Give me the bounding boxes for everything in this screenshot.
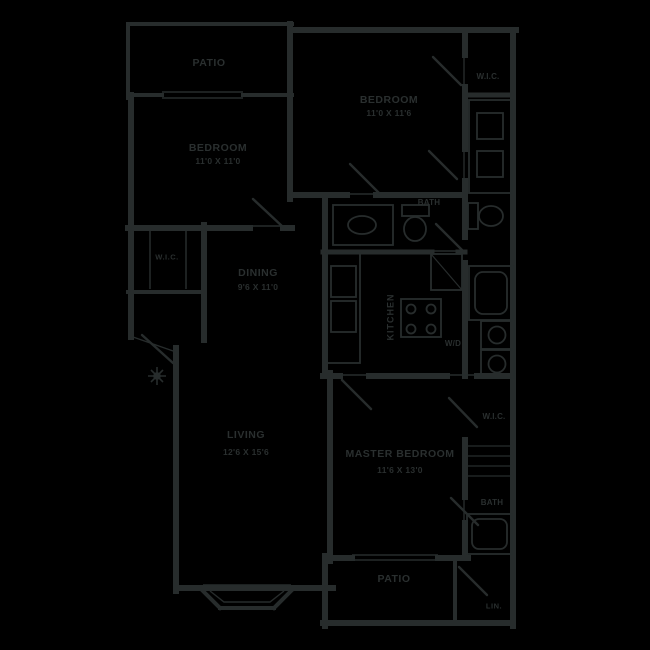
toilet-bowl-fixture (403, 216, 427, 242)
burner-icon (425, 303, 437, 315)
room-dims-dining: 9'6 X 11'0 (237, 281, 279, 292)
walls-layer (125, 21, 519, 629)
room-label-bedroom-left: BEDROOM (188, 141, 248, 154)
vanity-fixture (332, 204, 394, 246)
secondary-walls-layer (320, 92, 516, 255)
fridge-fixture (430, 253, 463, 291)
room-label-bath-master: BATH (480, 498, 504, 507)
room-label-closet-left: W.I.C. (155, 252, 179, 262)
sink2a-fixture (476, 112, 504, 140)
room-label-kitchen: KITCHEN (385, 293, 396, 341)
room-label-master-bedroom: MASTER BEDROOM (345, 447, 455, 460)
room-label-patio-bottom: PATIO (377, 572, 411, 585)
toilet2-tank-fixture (467, 202, 479, 230)
room-label-wic-top: W.I.C. (476, 72, 500, 81)
room-label-linen: LIN. (485, 601, 503, 611)
room-dims-master-bedroom: 11'6 X 13'0 (377, 464, 423, 475)
entry-star-icon (148, 367, 166, 385)
room-label-wic-master: W.I.C. (482, 412, 506, 421)
room-dims-bedroom-top: 11'0 X 11'6 (366, 107, 412, 118)
dryer-fixture (480, 349, 515, 379)
vanity2-fixture (468, 99, 513, 194)
master-tub-fixture (466, 513, 513, 555)
toilet-tank-fixture (401, 204, 430, 217)
room-dims-living: 12'6 X 15'6 (222, 446, 270, 457)
room-label-patio-top: PATIO (192, 56, 226, 69)
thresholds-layer (132, 55, 478, 603)
master-tub-basin-fixture (471, 518, 508, 550)
burner-icon (405, 323, 417, 335)
tub-basin-fixture (474, 271, 508, 315)
fixtures-layer (149, 99, 515, 555)
kitchen-sink1-fixture (330, 265, 357, 298)
washer-fixture (480, 320, 515, 350)
burner-icon (425, 323, 437, 335)
kitchen-counter-fixture (326, 252, 361, 364)
toilet2-bowl-fixture (478, 205, 504, 227)
room-label-bath-main: BATH (417, 198, 441, 207)
tub-fixture (468, 265, 514, 321)
sink-basin-fixture (347, 215, 377, 235)
stove-fixture (400, 298, 442, 338)
patio-top-walls (126, 22, 457, 625)
room-label-bedroom-top: BEDROOM (359, 93, 419, 106)
burner-icon (405, 303, 417, 315)
room-label-living: LIVING (226, 428, 266, 441)
room-dims-bedroom-left: 11'0 X 11'0 (195, 155, 241, 166)
sink2b-fixture (476, 150, 504, 178)
room-label-dining: DINING (238, 266, 278, 279)
room-label-laundry: W/D (444, 339, 462, 348)
kitchen-sink2-fixture (330, 300, 357, 333)
